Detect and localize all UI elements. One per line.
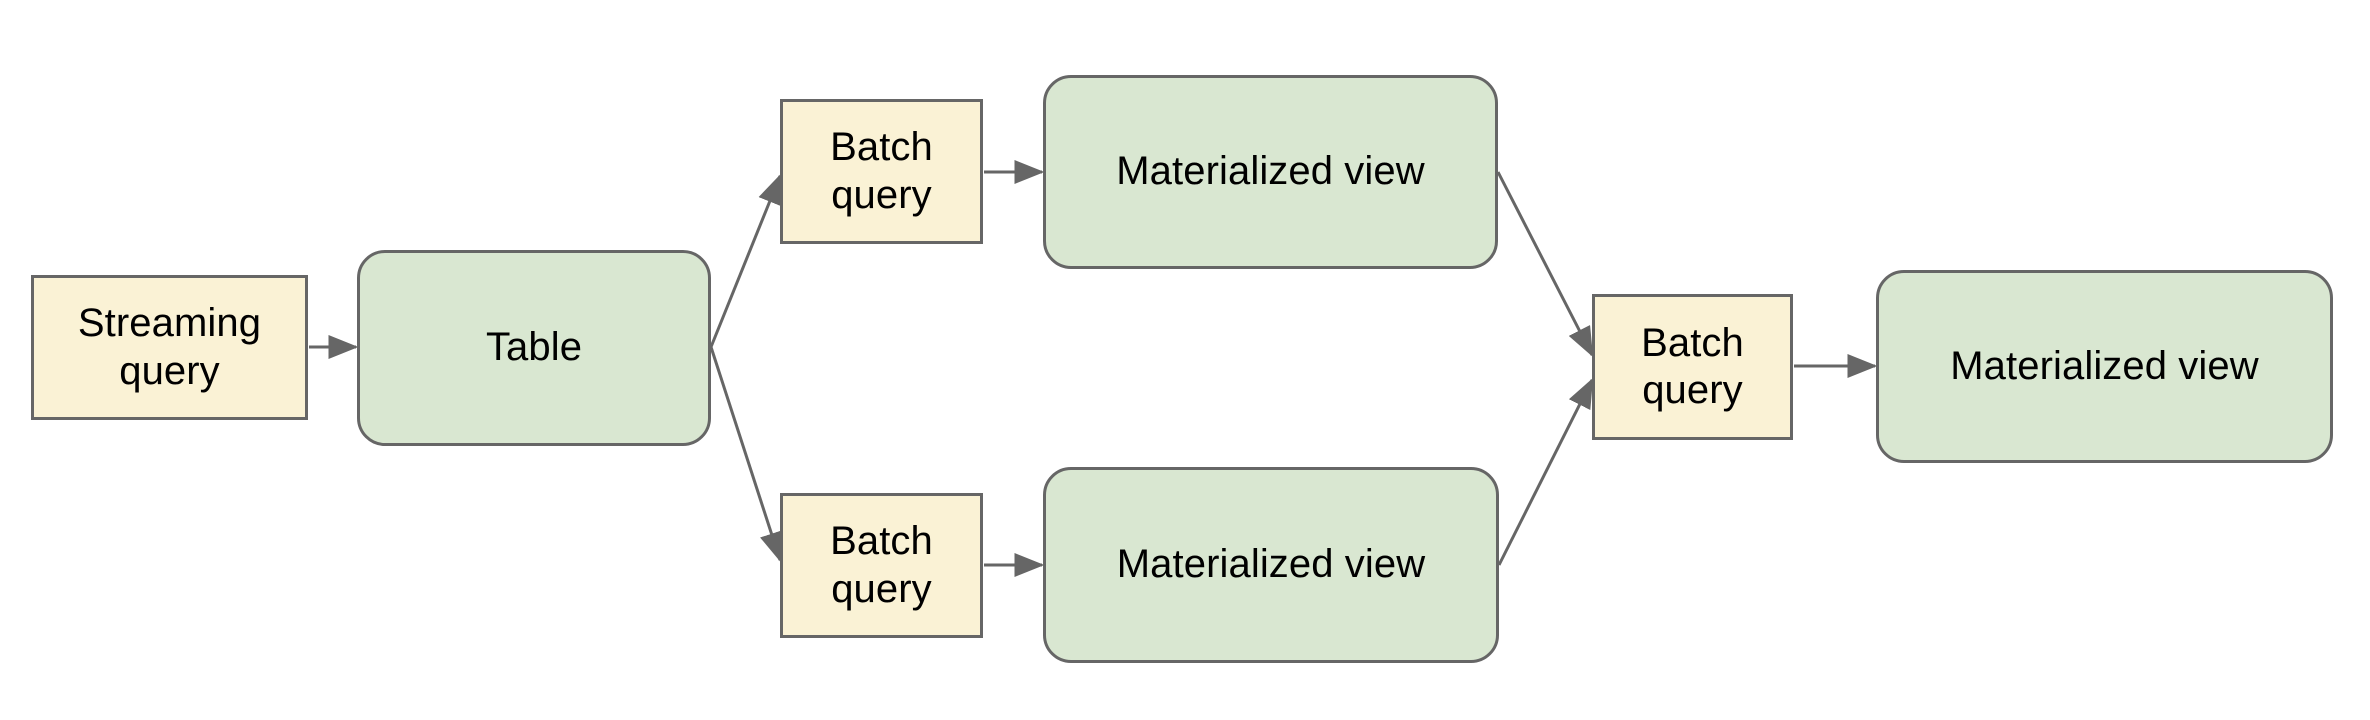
node-batch-query-top-label: Batch query <box>830 125 933 217</box>
node-streaming-query-label: Streaming query <box>77 301 262 393</box>
node-materialized-view-right[interactable]: Materialized view <box>1876 270 2333 463</box>
edge-table-to-batch-top <box>709 173 782 348</box>
node-table[interactable]: Table <box>357 250 711 446</box>
edge-mv-bottom-to-batch-merge <box>1497 377 1594 566</box>
node-table-label: Table <box>485 325 583 370</box>
node-materialized-view-right-label: Materialized view <box>1950 343 2259 388</box>
node-batch-query-bottom-label: Batch query <box>830 519 933 611</box>
node-streaming-query[interactable]: Streaming query <box>31 275 308 420</box>
node-batch-query-top[interactable]: Batch query <box>780 99 983 244</box>
node-materialized-view-top-label: Materialized view <box>1116 149 1425 194</box>
node-batch-query-bottom[interactable]: Batch query <box>780 493 983 638</box>
edge-mv-top-to-batch-merge <box>1496 171 1594 358</box>
node-materialized-view-bottom-label: Materialized view <box>1116 542 1426 587</box>
node-materialized-view-top[interactable]: Materialized view <box>1043 75 1498 269</box>
node-batch-query-merge[interactable]: Batch query <box>1592 294 1793 440</box>
node-batch-query-merge-label: Batch query <box>1641 320 1744 412</box>
node-materialized-view-bottom[interactable]: Materialized view <box>1043 467 1499 663</box>
edge-table-to-batch-bottom <box>709 346 783 563</box>
